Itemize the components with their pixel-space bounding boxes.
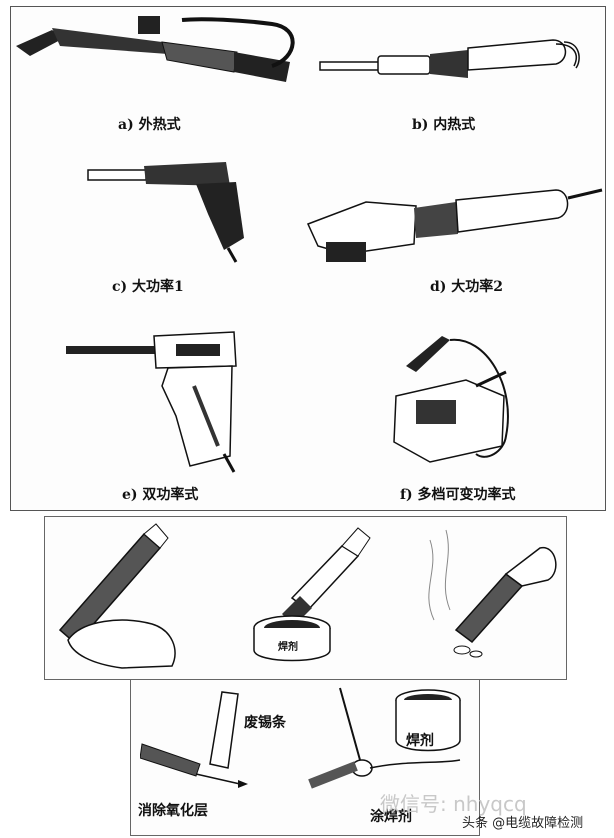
apply-flux-drawing [308, 687, 461, 789]
caption-c: c) 大功率1 [112, 279, 184, 295]
caption-b: b) 内热式 [412, 117, 476, 133]
caption-e: e) 双功率式 [122, 487, 199, 503]
dual-power-gun-drawing [66, 331, 237, 473]
toutiao-watermark: 头条 @电缆故障检测 [462, 816, 584, 831]
melting-solder-drawing [428, 529, 557, 658]
waste-strip-cleaning-drawing [140, 691, 248, 788]
waste-strip-label: 废锡条 [244, 715, 286, 731]
external-heat-iron-drawing [16, 16, 295, 82]
apply-flux-label: 涂焊剂 [370, 809, 412, 825]
flux-can-label: 焊剂 [406, 733, 434, 749]
multi-level-station-drawing [393, 336, 509, 463]
caption-a: a) 外热式 [118, 117, 181, 133]
high-power-iron-1-drawing [87, 162, 244, 263]
flux-can-small-label: 焊剂 [278, 642, 298, 653]
high-power-iron-2-drawing [306, 188, 603, 262]
internal-heat-iron-drawing [319, 39, 580, 78]
iron-in-flux-can-drawing [253, 527, 371, 662]
faint-watermark: 微信号: nhyqcq [380, 792, 527, 816]
caption-f: f) 多档可变功率式 [400, 487, 516, 503]
caption-d: d) 大功率2 [430, 279, 504, 295]
hand-holding-iron-drawing [58, 523, 176, 669]
remove-oxide-label: 消除氧化层 [138, 803, 208, 819]
